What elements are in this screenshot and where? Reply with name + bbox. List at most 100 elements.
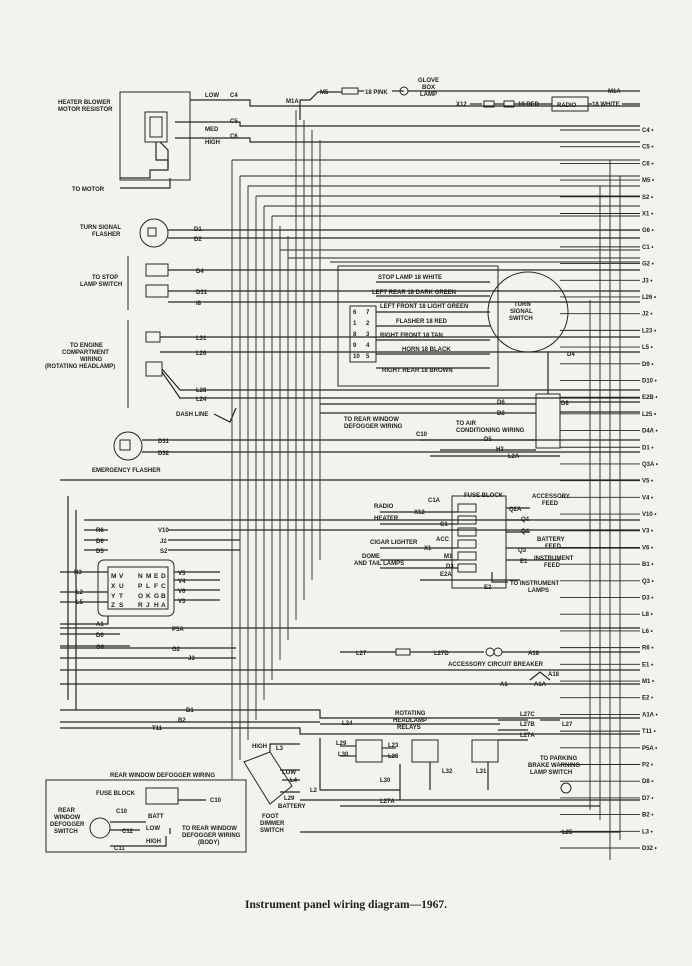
right-edge-label: C6 • [642,161,653,167]
right-edge-label: L3 • [642,829,653,835]
right-edge-label: E2 • [642,696,653,702]
wire-l31-relay: L31 [476,769,487,775]
tss-pin: 3 [366,332,370,338]
foot-switch-label-3: SWITCH [260,828,284,834]
wire-m5: M5 [320,90,329,96]
center-d4: D4 [567,352,575,358]
turn-flasher-symbol [139,218,640,248]
dimmer-l29: L29 [284,796,295,802]
conn-pin: V [119,573,124,580]
instrument-feed-label-1: INSTRUMENT [534,556,574,562]
center-q3: Q3 [518,548,527,554]
conn-wire-d6-b: D6 [96,633,104,639]
wire-x12: X12 [456,102,467,108]
engine-wiring-label-3: WIRING [80,357,103,363]
tss-wire-1: STOP LAMP 18 WHITE [378,275,442,281]
parking-brake-label-2: BRAKE WARNING [528,763,580,769]
right-edge-label: Q3 • [642,579,654,585]
wire-l27a-b: L27A [380,799,395,805]
right-edge-label: V4 • [642,495,653,501]
dome-label-2: AND TAIL LAMPS [354,561,404,567]
dimmer-low: LOW [282,770,296,776]
dimmer-l2: L2 [310,788,318,794]
wire-p5a: P5A [172,627,184,633]
conn-pin: B [161,593,166,600]
tss-pins: 6 7 1 2 8 3 9 4 10 5 [353,310,370,360]
wire-18-pink: 18 PINK [365,90,388,96]
wire-c5: C5 [230,119,238,125]
conn-pin: K [146,593,151,600]
conn-wire-v6: V6 [178,589,186,595]
center-c10: C10 [416,432,428,438]
tss-wire-7: RIGHT REAR 18 BROWN [382,368,453,374]
conn-pin: M [111,573,116,580]
right-edge-label: C5 • [642,145,653,151]
center-acc: ACC [436,537,450,543]
emergency-flasher-symbol [113,431,640,461]
conn-pin: Y [111,593,116,600]
right-edge-label: V6 • [642,545,653,551]
conn-pin: T [119,593,123,600]
conn-pin: U [119,583,124,590]
dash-line-marker [213,407,237,423]
defogger-wiring-label-1: TO REAR WINDOW [182,826,237,832]
tss-title-2: SIGNAL [510,309,533,315]
right-edge-label: M1 • [642,679,654,685]
tss-pin: 6 [353,310,357,316]
accessory-feed-label-2: FEED [542,501,559,507]
wire-d1: D1 [194,227,202,233]
wire-l30: L30 [338,752,349,758]
wire-i8: I8 [196,301,202,307]
conn-wire-v4: V4 [178,579,186,585]
right-edge-label: J2 • [642,312,652,318]
wire-t11: T11 [152,726,163,732]
acc-breaker-label: ACCESSORY CIRCUIT BREAKER [448,662,544,668]
tss-pin: 10 [353,354,360,360]
right-edge-label: L25 • [642,412,656,418]
defogger-c11: C11 [114,846,125,852]
defogger-switch-label-2: WINDOW [54,815,81,821]
right-edge-label: L23 • [642,328,656,334]
tss-pin: 5 [366,354,370,360]
air-cond-label-1: TO AIR [456,421,477,427]
right-edge-label: P5A • [642,746,657,752]
center-d6: D6 [497,400,505,406]
conn-pin: P [138,583,143,590]
foot-dimmer-symbol [243,743,300,805]
stop-lamp-switch-symbol [127,256,640,310]
parking-brake-label-1: TO PARKING [540,756,577,762]
dimmer-battery: BATTERY [278,804,306,810]
wire-l25: L25 [562,830,573,836]
right-edge-label: B1 • [642,562,653,568]
right-edge-label: G6 • [642,228,654,234]
center-heater: HEATER [374,516,399,522]
glove-box-lamp-label-3: LAMP [420,92,437,98]
rear-defogger-label-2: DEFOGGER WIRING [344,424,403,430]
relays-label-1: ROTATING [395,711,426,717]
center-d2: D2 [497,411,505,417]
right-edge-label: J3 • [642,278,652,284]
conn-pin: E [154,573,159,580]
engine-wiring-label-1: TO ENGINE [70,343,103,349]
conn-pin: M [146,573,151,580]
defogger-batt: BATT [148,814,164,820]
stop-switch-label-1: TO STOP [92,275,118,281]
right-edge-label: S2 • [642,195,653,201]
defogger-wiring-label-2: DEFOGGER WIRING [182,833,241,839]
conn-pin: S [119,602,124,609]
conn-wire-v10: V10 [158,528,169,534]
wire-j3: J3 [188,656,195,662]
relays-symbol [300,719,640,833]
center-e2: E2 [484,585,492,591]
stop-switch-label-2: LAMP SWITCH [80,282,122,288]
right-edge-label: C4 • [642,128,653,134]
wire-c6: C6 [230,134,238,140]
wire-a1: A1 [500,682,508,688]
right-edge-label: B2 • [642,813,653,819]
connector-pins: M V N M E D X U P L F C Y T O K G B Z S … [111,573,166,609]
right-edge-label: D1 • [642,445,653,451]
conn-pin: D [161,573,166,580]
wire-a18: A18 [528,651,540,657]
engine-wiring-label-2: COMPARTMENT [62,350,109,356]
rear-defogger-label-1: TO REAR WINDOW [344,417,399,423]
